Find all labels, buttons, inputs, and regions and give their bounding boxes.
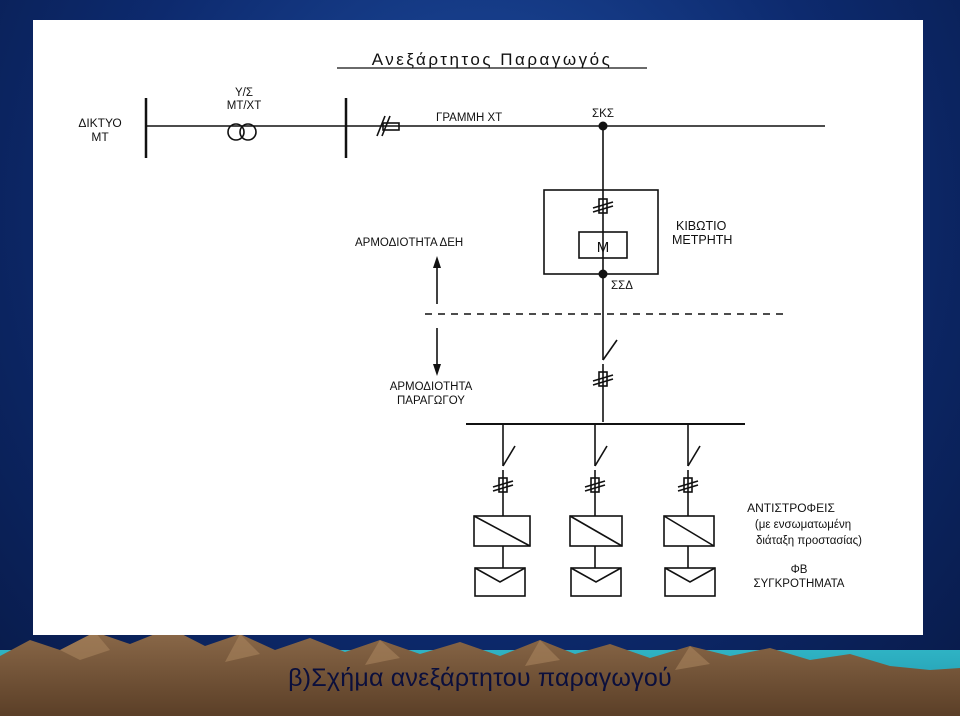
label-dei-responsibility: ΑΡΜΟΔΙΟΤΗΤΑ ΔΕΗ (355, 237, 463, 249)
label-delivery-point: ΣΣΔ (611, 280, 633, 292)
meter-icon (578, 231, 628, 259)
diagram-title: Ανεξάρτητος Παραγωγός (372, 50, 613, 69)
label-inverters-3: διάταξη προστασίας) (756, 535, 862, 547)
label-pv-2: ΣΥΓΚΡΟΤΗΜΑΤΑ (754, 578, 845, 590)
label-connection-point: ΣΚΣ (592, 108, 614, 120)
single-line-diagram: Ανεξάρτητος Παραγωγός ΔΙΚΤΥΟ ΜΤ Υ/Σ ΜΤ/Χ… (78, 50, 862, 597)
label-substation-2: ΜΤ/ΧΤ (227, 100, 262, 112)
pv-array-icon (570, 567, 622, 597)
diagram-panel: Ανεξάρτητος Παραγωγός ΔΙΚΤΥΟ ΜΤ Υ/Σ ΜΤ/Χ… (33, 20, 923, 635)
fuse-icon (382, 122, 400, 131)
delivery-point-dot (598, 269, 608, 279)
slide-caption: β)Σχήμα ανεξάρτητου παραγωγού (288, 664, 672, 692)
label-meter-box-1: ΚΙΒΩΤΙΟ (676, 219, 727, 233)
label-substation-1: Υ/Σ (235, 87, 253, 99)
connection-point-dot (598, 121, 608, 131)
label-producer-1: ΑΡΜΟΔΙΟΤΗΤΑ (390, 381, 473, 393)
transformer-icon (227, 123, 245, 141)
mountain-range (0, 628, 960, 716)
label-lv-line: ΓΡΑΜΜΗ ΧΤ (436, 112, 502, 124)
inverter-icon (569, 515, 623, 547)
pv-array-icon (664, 567, 716, 597)
label-meter: Μ (597, 239, 610, 256)
label-grid-mt-1: ΔΙΚΤΥΟ (78, 116, 121, 130)
label-producer-2: ΠΑΡΑΓΩΓΟΥ (397, 395, 465, 407)
label-inverters-1: ΑΝΤΙΣΤΡΟΦΕΙΣ (747, 501, 835, 515)
inverter-icon (663, 515, 715, 547)
label-grid-mt-2: ΜΤ (91, 130, 109, 144)
label-inverters-2: (με ενσωματωμένη (755, 519, 851, 531)
label-pv-1: ΦΒ (791, 564, 808, 576)
label-meter-box-2: ΜΕΤΡΗΤΗ (672, 233, 732, 247)
pv-array-icon (474, 567, 526, 597)
inverter-icon (473, 515, 531, 547)
